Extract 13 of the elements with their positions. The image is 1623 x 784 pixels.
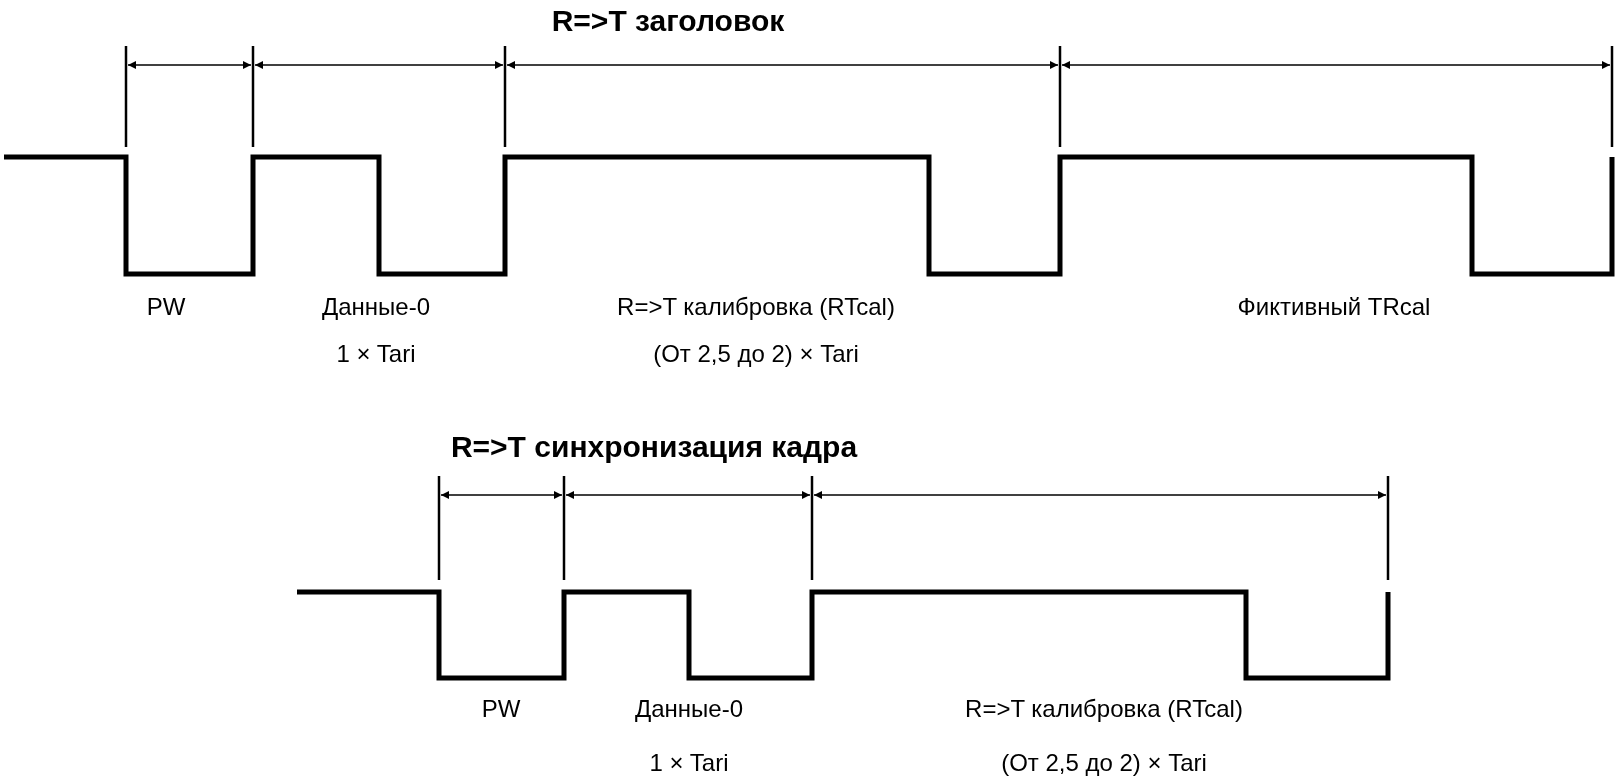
timing-label: PW xyxy=(146,293,186,321)
timing-label: Данные-0 xyxy=(322,293,430,321)
timing-label: R=>T калибровка (RTcal) xyxy=(965,695,1243,723)
timing-label: (От 2,5 до 2) × Tari xyxy=(653,340,859,368)
timing-label: 1 × Tari xyxy=(336,340,416,368)
section-heading: R=>T синхронизация кадра xyxy=(450,430,858,464)
timing-label: Фиктивный TRcal xyxy=(1237,293,1431,321)
timing-label: Данные-0 xyxy=(635,695,743,723)
timing-label: R=>T калибровка (RTcal) xyxy=(617,293,895,321)
timing-label: 1 × Tari xyxy=(649,749,729,777)
section-heading: R=>T заголовок xyxy=(551,4,785,38)
timing-label: PW xyxy=(481,695,521,723)
timing-label: (От 2,5 до 2) × Tari xyxy=(1001,749,1207,777)
